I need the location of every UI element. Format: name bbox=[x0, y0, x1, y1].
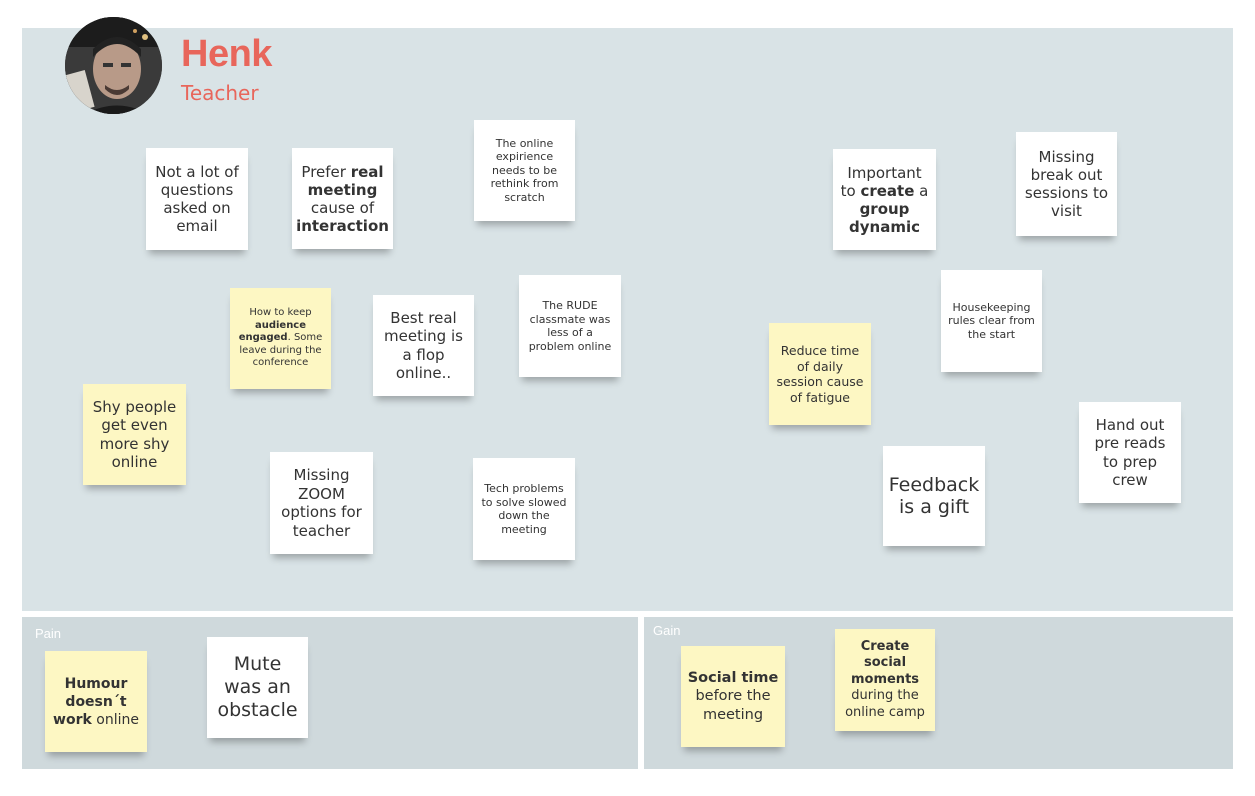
sticky-note-text-run: a bbox=[914, 182, 928, 200]
sticky-note[interactable]: Important to create a group dynamic bbox=[833, 149, 936, 250]
sticky-note-text: Mute was an obstacle bbox=[213, 653, 302, 722]
sticky-note-bold-text: create bbox=[860, 182, 914, 200]
sticky-note[interactable]: Hand out pre reads to prep crew bbox=[1079, 402, 1181, 503]
sticky-note-text-run: Reduce time of daily session cause of fa… bbox=[777, 343, 864, 405]
sticky-note-text: The RUDE classmate was less of a problem… bbox=[525, 299, 615, 353]
sticky-note[interactable]: Missing break out sessions to visit bbox=[1016, 132, 1117, 236]
persona-role: Teacher bbox=[181, 81, 259, 105]
pain-label: Pain bbox=[35, 626, 61, 641]
sticky-note-text-run: Tech problems to solve slowed down the m… bbox=[481, 482, 566, 536]
sticky-note[interactable]: Social time before the meeting bbox=[681, 646, 785, 747]
sticky-note-text: Prefer real meeting cause of interaction bbox=[296, 163, 389, 235]
sticky-note[interactable]: Shy people get even more shy online bbox=[83, 384, 186, 485]
sticky-note[interactable]: Housekeeping rules clear from the start bbox=[941, 270, 1042, 372]
sticky-note-text: Create social moments during the online … bbox=[841, 639, 929, 722]
sticky-note-text: Humour doesn´t work online bbox=[51, 675, 141, 729]
sticky-note-text-run: Housekeeping rules clear from the start bbox=[948, 301, 1035, 341]
sticky-note-text: Reduce time of daily session cause of fa… bbox=[775, 343, 865, 405]
sticky-note-text-run: Prefer bbox=[301, 163, 350, 181]
sticky-note-text-run: Missing break out sessions to visit bbox=[1025, 148, 1108, 220]
sticky-note-text-run: The online expirience needs to be rethin… bbox=[491, 137, 559, 204]
sticky-note-text-run: online bbox=[92, 712, 139, 728]
sticky-note-text: Important to create a group dynamic bbox=[839, 164, 930, 236]
sticky-note-text-run: The RUDE classmate was less of a problem… bbox=[529, 299, 612, 353]
sticky-note-text: Missing ZOOM options for teacher bbox=[276, 466, 367, 540]
sticky-note-text: Shy people get even more shy online bbox=[89, 398, 180, 472]
sticky-note-text: Social time before the meeting bbox=[687, 669, 779, 725]
sticky-note-text: How to keep audience engaged. Some leave… bbox=[236, 307, 325, 370]
sticky-note[interactable]: How to keep audience engaged. Some leave… bbox=[230, 288, 331, 389]
sticky-note-text-run: Mute was an obstacle bbox=[217, 653, 297, 721]
gain-label: Gain bbox=[653, 623, 680, 638]
sticky-note-text: Tech problems to solve slowed down the m… bbox=[479, 482, 569, 536]
sticky-note-text-run: Best real meeting is a flop online.. bbox=[384, 309, 463, 383]
sticky-note-text-run: Not a lot of questions asked on email bbox=[155, 163, 238, 235]
sticky-note[interactable]: Create social moments during the online … bbox=[835, 629, 935, 731]
sticky-note[interactable]: The online expirience needs to be rethin… bbox=[474, 120, 575, 221]
sticky-note[interactable]: Prefer real meeting cause of interaction bbox=[292, 148, 393, 249]
sticky-note-text: The online expirience needs to be rethin… bbox=[480, 137, 569, 205]
sticky-note-text-run: before the meeting bbox=[695, 688, 770, 723]
sticky-note-text: Housekeeping rules clear from the start bbox=[947, 301, 1036, 342]
persona-name: Henk bbox=[181, 33, 272, 76]
sticky-note-bold-text: group dynamic bbox=[849, 200, 920, 236]
sticky-note[interactable]: Tech problems to solve slowed down the m… bbox=[473, 458, 575, 560]
sticky-note[interactable]: Mute was an obstacle bbox=[207, 637, 308, 738]
sticky-note-text-run: Shy people get even more shy online bbox=[93, 398, 177, 472]
sticky-note[interactable]: The RUDE classmate was less of a problem… bbox=[519, 275, 621, 377]
sticky-note-bold-text: interaction bbox=[296, 217, 389, 235]
sticky-note-text-run: Missing ZOOM options for teacher bbox=[281, 466, 362, 540]
sticky-note-bold-text: Create social moments bbox=[851, 639, 919, 687]
sticky-note-text: Feedback is a gift bbox=[889, 474, 979, 519]
sticky-note-text: Hand out pre reads to prep crew bbox=[1085, 416, 1175, 490]
sticky-note-text-run: during the online camp bbox=[845, 688, 925, 720]
sticky-note[interactable]: Best real meeting is a flop online.. bbox=[373, 295, 474, 396]
persona-avatar bbox=[65, 17, 162, 114]
sticky-note[interactable]: Reduce time of daily session cause of fa… bbox=[769, 323, 871, 425]
sticky-note[interactable]: Missing ZOOM options for teacher bbox=[270, 452, 373, 554]
person-photo-icon bbox=[65, 17, 162, 114]
sticky-note-text-run: How to keep bbox=[249, 307, 311, 318]
sticky-note-bold-text: Social time bbox=[688, 670, 779, 686]
persona-board bbox=[22, 28, 1233, 611]
sticky-note[interactable]: Feedback is a gift bbox=[883, 446, 985, 546]
sticky-note-text-run: Feedback is a gift bbox=[889, 474, 979, 519]
sticky-note-text: Not a lot of questions asked on email bbox=[152, 163, 242, 235]
sticky-note-text-run: cause of bbox=[311, 199, 374, 217]
sticky-note-text: Missing break out sessions to visit bbox=[1022, 148, 1111, 220]
sticky-note[interactable]: Not a lot of questions asked on email bbox=[146, 148, 248, 250]
sticky-note[interactable]: Humour doesn´t work online bbox=[45, 651, 147, 752]
sticky-note-text: Best real meeting is a flop online.. bbox=[379, 309, 468, 383]
sticky-note-text-run: Hand out pre reads to prep crew bbox=[1095, 416, 1166, 490]
